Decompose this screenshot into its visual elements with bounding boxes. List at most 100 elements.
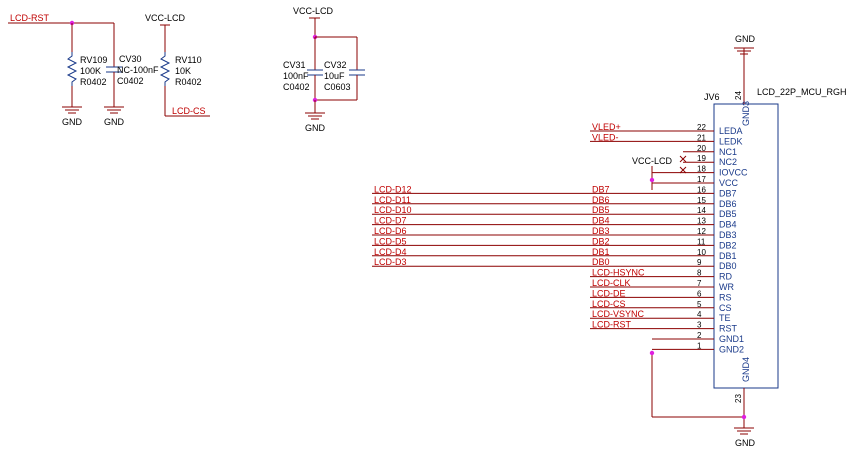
pin-number: 21 <box>697 133 706 142</box>
net-label: LCD-D12 <box>374 184 412 194</box>
bus-net-lcd-d12: LCD-D12 <box>372 184 590 194</box>
no-connect-mark <box>679 155 687 174</box>
net-label: LCD-D6 <box>374 226 407 236</box>
gnd-symbol: GND <box>104 106 125 127</box>
connector-pin-10: 10 DB1 DB1 <box>590 247 737 261</box>
pin-name: DB4 <box>719 220 737 230</box>
junction-dot <box>741 414 747 420</box>
pin-number: 10 <box>697 248 706 257</box>
reset-circuit: LCD-RST RV109 100K R0402 GND CV30 NC-100… <box>8 13 210 127</box>
pin-number: 22 <box>697 123 706 132</box>
net-label: LCD-VSYNC <box>592 309 645 319</box>
pin-name: VCC <box>719 178 739 188</box>
junction-dot <box>649 350 655 356</box>
pin-number: 1 <box>697 341 702 350</box>
pin-number: 11 <box>697 237 706 246</box>
pin-name: CS <box>719 303 732 313</box>
data-bus-left: LCD-D12LCD-D11LCD-D10LCD-D7LCD-D6LCD-D5L… <box>372 184 590 267</box>
cv30-value: NC-100nF <box>117 65 159 75</box>
decoupling-circuit: VCC-LCD CV31 100nF C0402 CV32 10uF C0603… <box>283 6 365 133</box>
pin-number: 8 <box>697 269 702 278</box>
net-label: LCD-CS <box>592 299 626 309</box>
pin-name: RST <box>719 324 738 334</box>
net-label: LCD-D7 <box>374 216 407 226</box>
pin-name: GND2 <box>719 344 744 354</box>
pin-number: 7 <box>697 279 702 288</box>
pin-name: LEDA <box>719 126 743 136</box>
net-label: LCD-HSYNC <box>592 268 645 278</box>
bus-net-lcd-d11: LCD-D11 <box>372 195 590 205</box>
net-label: DB3 <box>592 226 610 236</box>
pin-number: 6 <box>697 289 702 298</box>
pin-name: RD <box>719 272 732 282</box>
vcc-lcd-label: VCC-LCD <box>145 13 186 23</box>
connector-pin-8: 8 RD LCD-HSYNC <box>590 268 732 282</box>
pin-name: DB5 <box>719 209 737 219</box>
net-label: DB2 <box>592 236 610 246</box>
pin-name: GND1 <box>719 334 744 344</box>
cv32-pkg: C0603 <box>324 82 351 92</box>
connector-pin-20: 20 NC1 <box>683 144 737 157</box>
connector-body <box>713 103 779 389</box>
pin-number-23: 23 <box>734 394 743 403</box>
gnd-bottom-label: GND <box>735 438 756 448</box>
gnd-top-label: GND <box>735 34 756 44</box>
rv110-pkg: R0402 <box>175 77 202 87</box>
pin-number-24: 24 <box>734 91 743 100</box>
pin-name: DB6 <box>719 199 737 209</box>
pin-number: 3 <box>697 321 702 330</box>
pin-name: DB7 <box>719 188 737 198</box>
pin-number: 14 <box>697 206 706 215</box>
cv30-ref: CV30 <box>119 54 142 64</box>
net-label: LCD-D4 <box>374 247 407 257</box>
lcd-rst-net-label: LCD-RST <box>10 13 50 23</box>
pin-number: 17 <box>697 175 706 184</box>
cv30-pkg: C0402 <box>117 76 144 86</box>
pin-name-gnd3: GND3 <box>741 101 751 126</box>
pin-name: DB1 <box>719 251 737 261</box>
pin-name: DB0 <box>719 261 737 271</box>
resistor-rv110 <box>159 52 171 86</box>
connector-pin-11: 11 DB2 DB2 <box>590 236 737 250</box>
resistor-rv109 <box>66 52 78 86</box>
net-label: DB0 <box>592 257 610 267</box>
pin-name: TE <box>719 313 731 323</box>
bus-net-lcd-d4: LCD-D4 <box>372 247 590 257</box>
net-label: LCD-DE <box>592 288 626 298</box>
pin-number: 18 <box>697 165 706 174</box>
pin-name: NC1 <box>719 147 737 157</box>
pin-name: DB2 <box>719 240 737 250</box>
connector-pin-18: 18 IOVCC <box>652 165 748 178</box>
bus-net-lcd-d6: LCD-D6 <box>372 226 590 236</box>
cv31-value: 100nF <box>283 71 309 81</box>
net-label: DB6 <box>592 195 610 205</box>
pin-name-gnd4: GND4 <box>741 357 751 382</box>
cv32-ref: CV32 <box>324 60 347 70</box>
pin-name: IOVCC <box>719 168 748 178</box>
gnd-symbol: GND <box>62 106 83 127</box>
pin-number: 20 <box>697 144 706 153</box>
net-label: DB1 <box>592 247 610 257</box>
bus-net-lcd-d5: LCD-D5 <box>372 236 590 246</box>
cv31-pkg: C0402 <box>283 82 310 92</box>
vcc-lcd-label: VCC-LCD <box>293 6 334 16</box>
junction-dot <box>649 177 655 183</box>
cv31-ref: CV31 <box>283 60 306 70</box>
jv6-value: LCD_22P_MCU_RGH <box>757 87 847 97</box>
rv110-ref: RV110 <box>175 55 202 65</box>
net-label: LCD-D5 <box>374 236 407 246</box>
